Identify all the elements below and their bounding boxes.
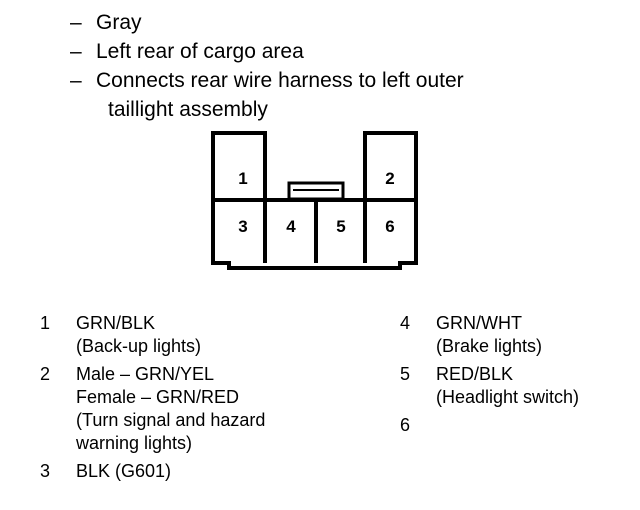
pin-label-4: 4 <box>286 217 296 236</box>
description-text: Connects rear wire harness to left outer <box>96 69 464 92</box>
description-line-function-continued: taillight assembly <box>70 95 464 124</box>
legend-circuit-desc: (Brake lights) <box>436 336 543 356</box>
legend-pin-number: 2 <box>40 364 51 384</box>
legend-entry-pin-5: 5 RED/BLK (Headlight switch) <box>400 363 579 409</box>
description-line-location: – Left rear of cargo area <box>70 37 464 66</box>
legend-entry-pin-2: 2 Male – GRN/YEL Female – GRN/RED (Turn … <box>40 363 265 455</box>
bullet-dash: – <box>70 69 82 92</box>
description-text: taillight assembly <box>108 98 268 121</box>
legend-entry-pin-6: 6 <box>400 414 579 437</box>
pin-label-1: 1 <box>238 169 247 188</box>
connector-description: – Gray – Left rear of cargo area – Conne… <box>70 8 464 124</box>
connector-face-diagram: 1 2 3 4 5 6 <box>211 131 418 270</box>
legend-wire-color-male: Male – GRN/YEL <box>76 364 215 384</box>
description-line-function: – Connects rear wire harness to left out… <box>70 66 464 95</box>
legend-wire-color <box>436 414 579 437</box>
legend-circuit-desc: (Turn signal and hazard <box>76 410 266 430</box>
pin-label-2: 2 <box>385 169 394 188</box>
legend-wire-color: BLK (G601) <box>76 461 172 481</box>
legend-circuit-desc-cont: warning lights) <box>76 433 193 453</box>
legend-pin-number: 4 <box>400 313 411 333</box>
legend-wire-color: GRN/BLK <box>76 313 156 333</box>
legend-entry-pin-3: 3 BLK (G601) <box>40 460 265 483</box>
legend-pin-number: 1 <box>40 313 51 333</box>
pin-label-6: 6 <box>385 217 394 236</box>
legend-wire-color: RED/BLK <box>436 364 514 384</box>
pin-label-3: 3 <box>238 217 247 236</box>
description-text: Gray <box>96 11 142 34</box>
bullet-dash: – <box>70 40 82 63</box>
legend-entry-pin-1: 1 GRN/BLK (Back-up lights) <box>40 312 265 358</box>
pin-legend-left: 1 GRN/BLK (Back-up lights) 2 Male – GRN/… <box>40 312 265 488</box>
description-line-color: – Gray <box>70 8 464 37</box>
description-text: Left rear of cargo area <box>96 40 304 63</box>
legend-entry-pin-4: 4 GRN/WHT (Brake lights) <box>400 312 579 358</box>
bullet-dash: – <box>70 11 82 34</box>
legend-pin-number: 5 <box>400 364 411 384</box>
pin-label-5: 5 <box>336 217 345 236</box>
legend-wire-color: GRN/WHT <box>436 313 522 333</box>
legend-circuit-desc: (Headlight switch) <box>436 387 580 407</box>
legend-pin-number: 6 <box>400 415 411 435</box>
legend-circuit-desc: (Back-up lights) <box>76 336 202 356</box>
legend-pin-number: 3 <box>40 461 51 481</box>
legend-wire-color-female: Female – GRN/RED <box>76 387 240 407</box>
pin-legend-right: 4 GRN/WHT (Brake lights) 5 RED/BLK (Head… <box>400 312 579 442</box>
